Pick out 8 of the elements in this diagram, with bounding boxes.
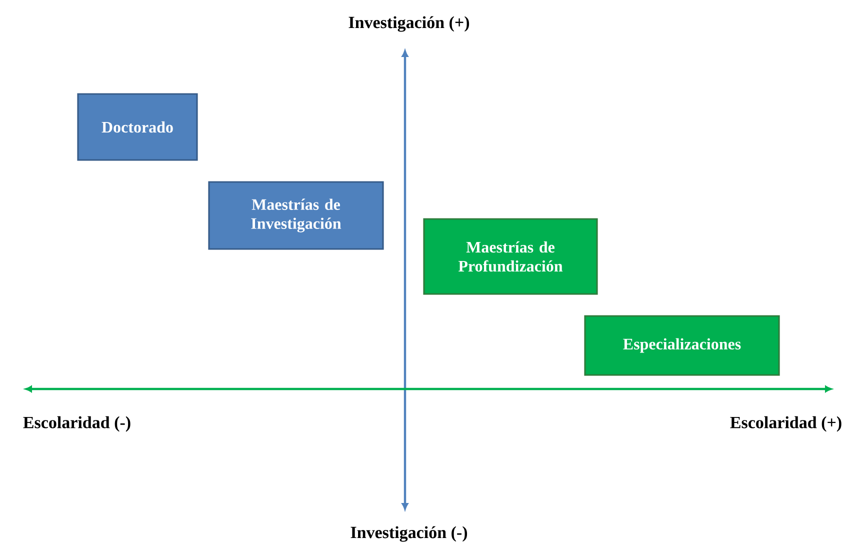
program-box: Especializaciones — [584, 315, 780, 376]
program-box: Maestrías de Investigación — [208, 181, 384, 250]
axis-label: Escolaridad (-) — [23, 416, 130, 432]
program-box: Maestrías de Profundización — [423, 218, 598, 295]
program-box: Doctorado — [77, 93, 198, 161]
axis-label: Investigación (+) — [348, 16, 470, 32]
axis-label: Escolaridad (+) — [730, 416, 842, 432]
axis-label: Investigación (-) — [350, 526, 468, 542]
